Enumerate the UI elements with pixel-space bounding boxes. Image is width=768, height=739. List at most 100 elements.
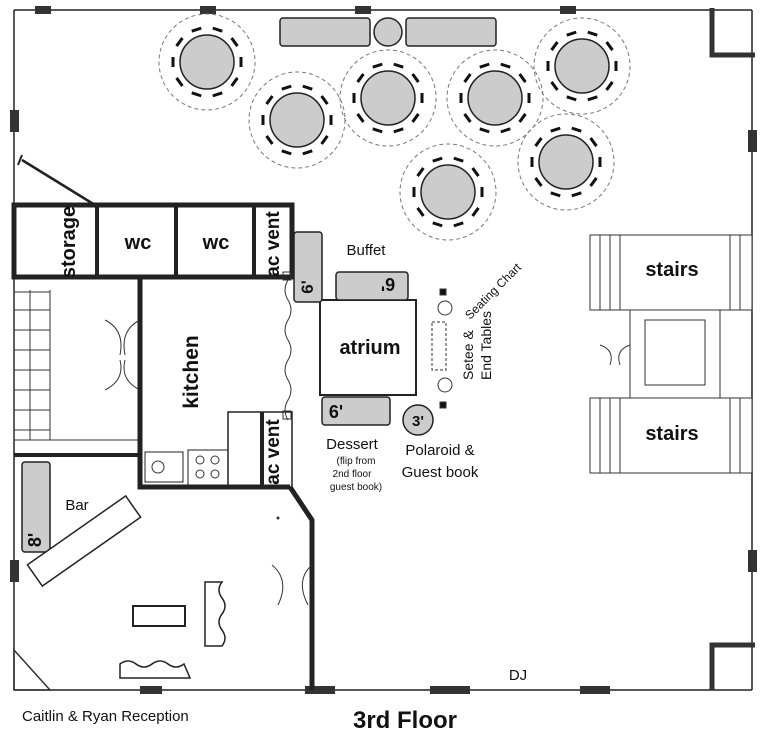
bar-counter bbox=[26, 494, 142, 588]
vertical-table-size: 6' bbox=[298, 280, 317, 294]
curtain bbox=[284, 279, 292, 421]
chair bbox=[191, 26, 202, 33]
chair bbox=[534, 137, 543, 147]
kitchen-label: kitchen bbox=[180, 335, 203, 409]
buffet-size: 6' bbox=[381, 274, 395, 294]
round-table-top bbox=[467, 70, 523, 126]
chair bbox=[281, 84, 292, 91]
round-table bbox=[339, 49, 437, 147]
atrium-box bbox=[319, 299, 417, 396]
chair bbox=[372, 62, 383, 69]
chair bbox=[550, 81, 559, 91]
dessert-label: Dessert bbox=[326, 436, 379, 453]
chair bbox=[463, 113, 472, 123]
chair bbox=[589, 137, 598, 147]
round-table-top bbox=[554, 38, 610, 94]
chair bbox=[463, 73, 472, 83]
chair bbox=[239, 57, 243, 67]
dot bbox=[276, 516, 280, 520]
chair bbox=[175, 77, 184, 87]
chair bbox=[393, 127, 404, 134]
round-table bbox=[533, 17, 631, 115]
storage-label: storage bbox=[58, 206, 80, 278]
chair bbox=[534, 177, 543, 187]
chair bbox=[261, 115, 265, 125]
vertical-table bbox=[293, 231, 323, 303]
chair bbox=[191, 91, 202, 98]
chair bbox=[566, 30, 577, 37]
curtain-post-top bbox=[282, 271, 292, 281]
round-table-top bbox=[420, 164, 476, 220]
setee-group bbox=[431, 288, 453, 409]
chair bbox=[566, 95, 577, 102]
stairs-top-label: stairs bbox=[645, 259, 698, 281]
chair bbox=[412, 187, 416, 197]
buffet-table bbox=[335, 271, 409, 301]
setee-label-2: End Tables bbox=[478, 311, 494, 380]
left-door-swing bbox=[104, 319, 141, 391]
wall-posts bbox=[10, 6, 757, 694]
chair bbox=[530, 157, 534, 167]
chair bbox=[571, 191, 582, 198]
round-table-top bbox=[269, 92, 325, 148]
left-stairs bbox=[13, 290, 140, 441]
atrium-label: atrium bbox=[339, 337, 400, 359]
chair bbox=[471, 207, 480, 217]
lounge-table bbox=[132, 605, 186, 627]
dj-label: DJ bbox=[509, 667, 527, 684]
chair bbox=[411, 113, 420, 123]
stairs-bottom-label: stairs bbox=[645, 423, 698, 445]
chair bbox=[587, 95, 598, 102]
chair bbox=[453, 221, 464, 228]
round-tables bbox=[158, 13, 631, 241]
chair bbox=[500, 127, 511, 134]
dessert-note-3: guest book) bbox=[330, 482, 382, 493]
chair bbox=[320, 95, 329, 105]
dessert-note-2: 2nd floor bbox=[333, 469, 373, 480]
chair bbox=[518, 73, 527, 83]
chair bbox=[518, 113, 527, 123]
round-table-top bbox=[538, 134, 594, 190]
chair bbox=[550, 41, 559, 51]
chair bbox=[420, 93, 424, 103]
chair bbox=[416, 167, 425, 177]
chair bbox=[614, 61, 618, 71]
chair bbox=[589, 177, 598, 187]
lounge-sofa-right bbox=[204, 581, 226, 647]
floor-title: 3rd Floor bbox=[353, 707, 457, 734]
chair bbox=[546, 61, 550, 71]
chair bbox=[212, 26, 223, 33]
buffet-label: Buffet bbox=[347, 242, 387, 259]
polaroid-table-size: 3' bbox=[412, 413, 424, 430]
wc-label-2: wc bbox=[202, 232, 230, 254]
dessert-table bbox=[321, 396, 391, 426]
chair bbox=[453, 156, 464, 163]
chair bbox=[356, 73, 365, 83]
bar-table-size: 8' bbox=[25, 533, 45, 547]
ac-vent-bottom-label: ac vent bbox=[263, 419, 284, 485]
ac-vent-top-label: ac vent bbox=[263, 211, 284, 277]
chair bbox=[571, 126, 582, 133]
round-table bbox=[248, 71, 346, 169]
round-table bbox=[446, 49, 544, 147]
chair bbox=[605, 41, 614, 51]
chair bbox=[171, 57, 175, 67]
chair bbox=[265, 135, 274, 145]
wc-label-1: wc bbox=[124, 232, 152, 254]
lounge-sofa-bottom bbox=[119, 660, 192, 679]
bar-table-8ft bbox=[21, 461, 51, 553]
chair bbox=[411, 73, 420, 83]
chair bbox=[471, 167, 480, 177]
curtain-post-bottom bbox=[282, 410, 292, 420]
stairs-bottom-bg bbox=[625, 412, 717, 454]
kitchen-walls bbox=[137, 277, 293, 490]
chair bbox=[265, 95, 274, 105]
chair bbox=[356, 113, 365, 123]
dessert-size: 6' bbox=[329, 402, 343, 422]
bar-label: Bar bbox=[65, 497, 88, 514]
polaroid-label-1: Polaroid & bbox=[405, 442, 474, 459]
chair bbox=[500, 62, 511, 69]
chair bbox=[550, 126, 561, 133]
chair bbox=[479, 62, 490, 69]
